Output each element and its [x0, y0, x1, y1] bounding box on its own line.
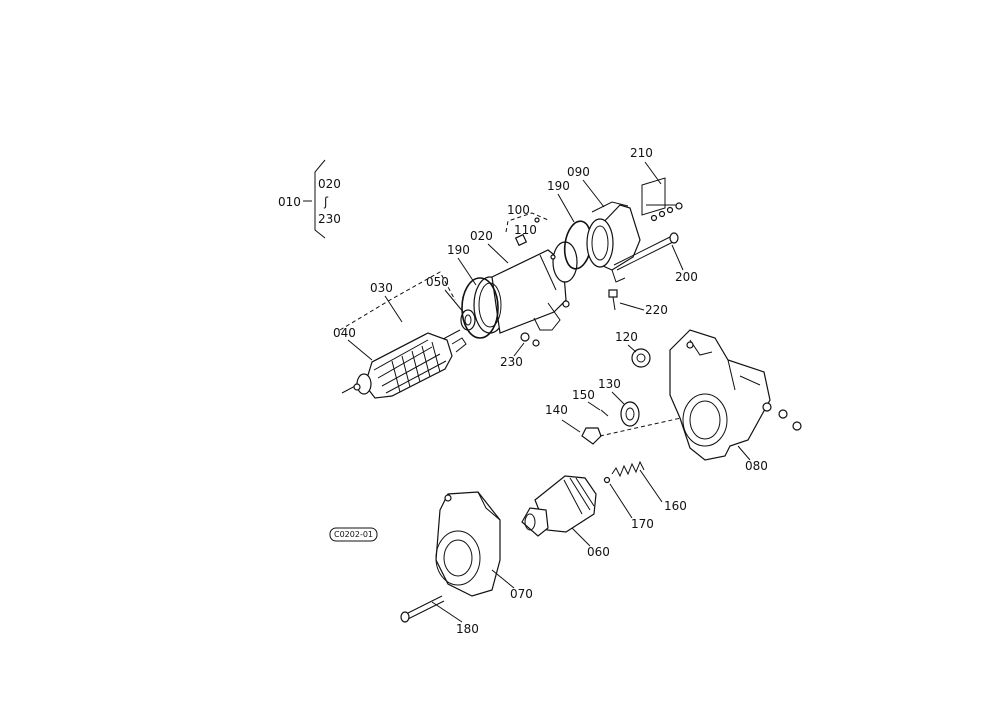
armature-040 — [341, 329, 467, 399]
o-ring-190 — [461, 277, 499, 339]
nut-230 — [520, 332, 540, 347]
label-190b: 190 — [547, 179, 570, 193]
label-040: 040 — [333, 326, 356, 340]
stamp-code: C0202-01 — [334, 530, 373, 539]
retainer-140 — [581, 427, 602, 445]
bolt-180 — [400, 595, 445, 623]
label-200: 200 — [675, 270, 698, 284]
label-090: 090 — [567, 165, 590, 179]
range-bracket-010: 010 020 ʃ 230 — [278, 159, 341, 239]
gear-130 — [620, 401, 640, 427]
brush-holder-100 — [505, 212, 549, 247]
label-210: 210 — [630, 146, 653, 160]
label-080: 080 — [745, 459, 768, 473]
diagram-code-stamp: C0202-01 — [329, 527, 378, 542]
nut-080 — [762, 402, 802, 431]
spring-160 — [611, 460, 645, 478]
label-170: 170 — [631, 517, 654, 531]
label-120: 120 — [615, 330, 638, 344]
label-130: 130 — [598, 377, 621, 391]
label-020-range: 020 — [318, 177, 341, 191]
through-bolt-200 — [613, 232, 679, 271]
screw-set-210 — [641, 177, 683, 222]
label-160: 160 — [664, 499, 687, 513]
pin-150 — [600, 409, 609, 417]
label-060: 060 — [587, 545, 610, 559]
rear-cover-090 — [586, 201, 641, 283]
yoke-020 — [473, 241, 578, 334]
label-110: 110 — [514, 223, 537, 237]
label-180: 180 — [456, 622, 479, 636]
gear-120 — [631, 348, 651, 368]
overrunning-clutch-060 — [521, 475, 597, 537]
ball-170 — [603, 476, 611, 484]
housing-080 — [669, 329, 771, 461]
label-070: 070 — [510, 587, 533, 601]
label-050: 050 — [426, 275, 449, 289]
range-tilde: ʃ — [323, 195, 329, 209]
label-150: 150 — [572, 388, 595, 402]
label-100: 100 — [507, 203, 530, 217]
label-230: 230 — [500, 355, 523, 369]
label-190a: 190 — [447, 243, 470, 257]
screw-220 — [608, 289, 618, 311]
front-bracket-070 — [435, 491, 501, 597]
label-020: 020 — [470, 229, 493, 243]
label-010: 010 — [278, 195, 301, 209]
label-230-range: 230 — [318, 212, 341, 226]
label-220: 220 — [645, 303, 668, 317]
label-030: 030 — [370, 281, 393, 295]
label-140: 140 — [545, 403, 568, 417]
